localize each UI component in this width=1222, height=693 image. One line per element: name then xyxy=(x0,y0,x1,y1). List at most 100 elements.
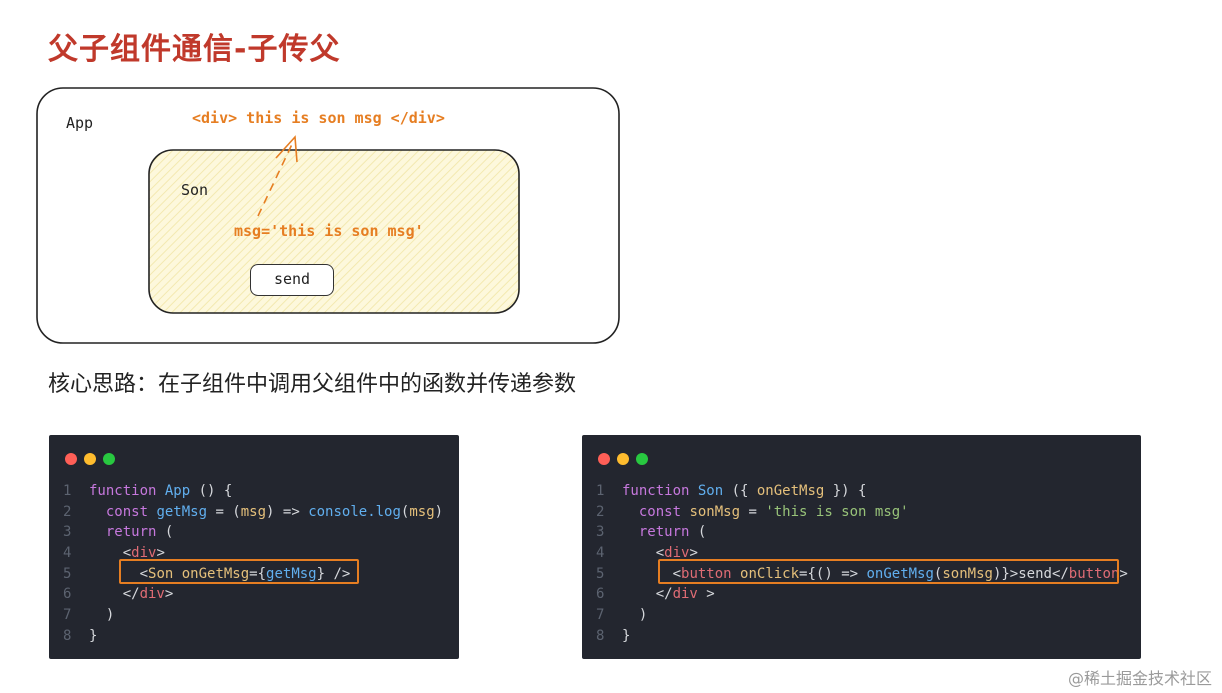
code-token: ({ xyxy=(723,483,757,499)
line-number: 5 xyxy=(63,565,72,582)
diagram: App <div> this is son msg </div> Son msg… xyxy=(0,0,640,360)
son-box xyxy=(148,149,520,314)
code-token: msg xyxy=(240,503,267,520)
page-title: 父子组件通信-子传父 xyxy=(48,32,341,67)
code-token: = xyxy=(740,503,766,520)
code-token: ( xyxy=(689,524,707,541)
code-token: button xyxy=(1068,565,1120,582)
diagram-shapes xyxy=(36,87,620,344)
code-line: 8} xyxy=(596,626,1128,647)
code-line: 6 </div> xyxy=(63,584,443,605)
line-number: 8 xyxy=(596,627,605,644)
arrow-head xyxy=(275,135,298,163)
code-token: > xyxy=(1119,565,1128,582)
code-token: getMsg xyxy=(156,503,208,520)
line-number: 2 xyxy=(63,503,72,520)
code-line: 5 <button onClick={() => onGetMsg(sonMsg… xyxy=(596,564,1128,585)
code-token: </ xyxy=(89,586,140,603)
line-number: 4 xyxy=(63,545,72,562)
minimize-dot-icon xyxy=(84,453,96,465)
code-line: 6 </div > xyxy=(596,584,1128,605)
code-line: 1 function App () { xyxy=(63,481,443,502)
line-number: 3 xyxy=(596,524,605,541)
maximize-dot-icon xyxy=(636,453,648,465)
line-number: 6 xyxy=(596,586,605,603)
code-token: () { xyxy=(190,483,233,499)
code-line: 8} xyxy=(63,626,443,647)
code-token: function xyxy=(622,483,698,499)
code-token: 'this is son msg' xyxy=(765,503,909,520)
watermark: @稀土掘金技术社区 xyxy=(1067,669,1212,688)
code-token: )}>send</ xyxy=(992,565,1069,582)
code-token: button xyxy=(681,565,741,582)
line-number: 1 xyxy=(596,483,605,499)
code-token: onGetMsg xyxy=(756,483,825,499)
close-dot-icon xyxy=(598,453,610,465)
msg-variable-label: msg='this is son msg' xyxy=(234,222,424,240)
code-token: < xyxy=(89,565,149,582)
window-dots xyxy=(65,453,122,465)
div-msg-label: <div> this is son msg </div> xyxy=(192,109,445,127)
line-number: 1 xyxy=(63,483,72,499)
code-token: ( xyxy=(156,524,174,541)
code-token: ={ xyxy=(249,565,267,582)
code-token: sonMsg xyxy=(942,565,993,582)
code-token: msg xyxy=(409,503,435,520)
code-token: } /> xyxy=(316,565,351,582)
code-token: onClick xyxy=(740,565,800,582)
close-dot-icon xyxy=(65,453,77,465)
code-token: ) xyxy=(434,503,444,520)
code-token: }) { xyxy=(824,483,867,499)
code-token: > xyxy=(156,545,165,562)
code-line: 7 ) xyxy=(63,605,443,626)
code-line: 4 <div> xyxy=(63,543,443,564)
code-line: 7 ) xyxy=(596,605,1128,626)
window-dots xyxy=(598,453,655,465)
code-token: ) xyxy=(89,607,115,624)
core-idea-text: 核心思路：在子组件中调用父组件中的函数并传递参数 xyxy=(48,372,577,397)
code-token: const xyxy=(89,503,157,520)
code-line: 3 return ( xyxy=(63,522,443,543)
code-token: ) => xyxy=(266,503,309,520)
code-line: 2 const getMsg = (msg) => console.log(ms… xyxy=(63,502,443,523)
code-token: ( xyxy=(933,565,943,582)
code-line: 3 return ( xyxy=(596,522,1128,543)
code-token: function xyxy=(89,483,165,499)
minimize-dot-icon xyxy=(617,453,629,465)
line-number: 6 xyxy=(63,586,72,603)
code-token: ( xyxy=(400,503,410,520)
code-token: </ xyxy=(622,586,673,603)
line-number: 8 xyxy=(63,627,72,644)
code-token: return xyxy=(622,524,690,541)
code-token: div xyxy=(664,545,690,562)
callback-arrow xyxy=(257,139,295,217)
code-token: = ( xyxy=(207,503,241,520)
code-token: div xyxy=(131,545,157,562)
code-token: sonMsg xyxy=(689,503,741,520)
code-token: > xyxy=(697,586,715,603)
code-token: } xyxy=(89,627,98,644)
line-number: 5 xyxy=(596,565,605,582)
code-token: App xyxy=(164,483,191,499)
code-token: getMsg xyxy=(266,565,317,582)
maximize-dot-icon xyxy=(103,453,115,465)
send-button[interactable]: send xyxy=(250,264,334,296)
code-line: 5 <Son onGetMsg={getMsg} /> xyxy=(63,564,443,585)
line-number: 3 xyxy=(63,524,72,541)
code-token: } xyxy=(622,627,631,644)
line-number: 4 xyxy=(596,545,605,562)
code-token: return xyxy=(89,524,157,541)
app-label: App xyxy=(66,114,94,132)
code-line: 4 <div> xyxy=(596,543,1128,564)
code-token: > xyxy=(164,586,174,603)
code-token: const xyxy=(622,503,690,520)
code-token: ={() => xyxy=(799,565,867,582)
code-token: div xyxy=(139,586,165,603)
line-number: 7 xyxy=(63,607,72,624)
code-token: ) xyxy=(622,607,648,624)
line-number: 7 xyxy=(596,607,605,624)
code-token: div xyxy=(672,586,698,603)
